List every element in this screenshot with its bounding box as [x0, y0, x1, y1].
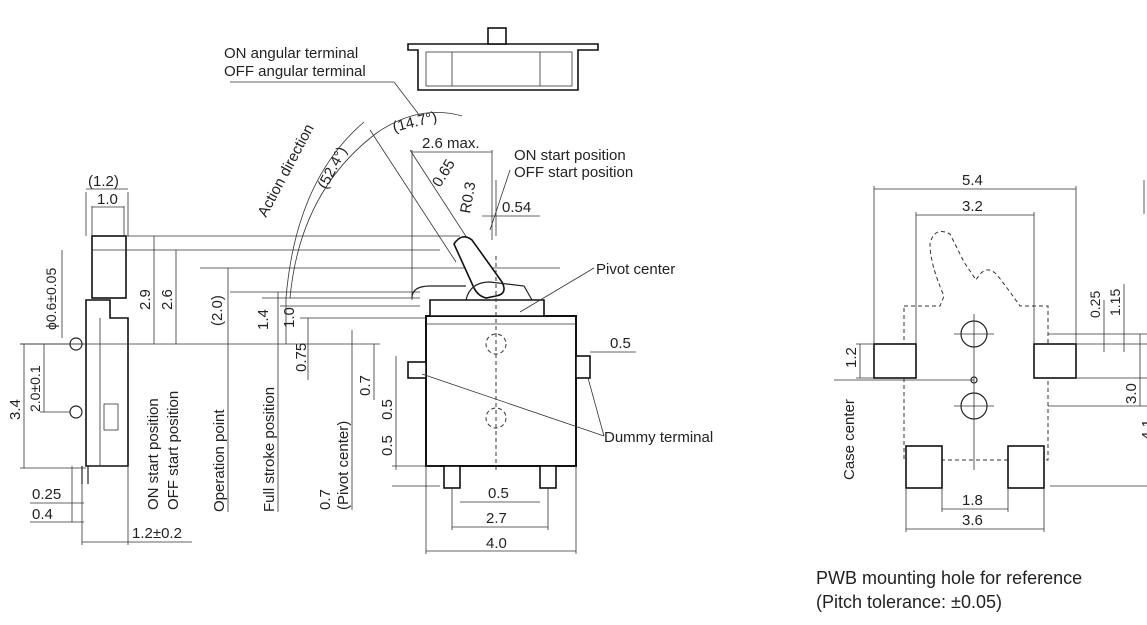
- dummy-terminal-left: [407, 361, 427, 379]
- label-off-start-side: OFF start position: [165, 391, 182, 510]
- dim-pin-diameter: ϕ0.6±0.05: [43, 268, 59, 330]
- front-body: [425, 315, 577, 467]
- dim-0-5-upper: 0.5: [379, 399, 396, 420]
- label-on-angular: ON angular terminal: [224, 45, 358, 62]
- pwb-pad-left: [873, 343, 917, 379]
- dim-0-54: 0.54: [502, 199, 531, 216]
- dim-5-4: 5.4: [962, 172, 983, 189]
- dim-3-6: 3.6: [962, 512, 983, 529]
- label-full-stroke: Full stroke position: [261, 387, 278, 512]
- dim-3-4: 3.4: [7, 399, 24, 420]
- side-actuator: [91, 235, 127, 299]
- dim-0-75: 0.75: [293, 343, 310, 372]
- dim-2-0-pm: 2.0±0.1: [27, 365, 43, 412]
- label-on-start-side: ON start position: [145, 398, 162, 510]
- dim-2-6-max: 2.6 max.: [422, 135, 480, 152]
- dim-0-65: 0.65: [429, 156, 459, 190]
- dim-1-2-pm: 1.2±0.2: [132, 525, 182, 542]
- label-pivot-center-paren: (Pivot center): [335, 421, 352, 510]
- pwb-pad-bottom-right: [1007, 445, 1045, 489]
- dim-0-25-pwb: 0.25: [1087, 291, 1103, 318]
- terminal-top-view: [407, 27, 599, 91]
- dim-1-0-top: 1.0: [97, 191, 118, 208]
- angle-52-4: (52.4°): [315, 144, 351, 192]
- dim-1-8: 1.8: [962, 492, 983, 509]
- dim-0-7-small: 0.7: [357, 375, 374, 396]
- label-off-start-front: OFF start position: [514, 164, 633, 181]
- side-view: (1.2) 1.0 3.4 2.0±0.1 ϕ0.6±0.05 0.25 0.4…: [7, 173, 560, 545]
- front-view: ON angular terminal OFF angular terminal…: [224, 27, 713, 554]
- dim-r0-3: R0.3: [457, 181, 479, 215]
- dummy-terminal-right: [575, 355, 591, 379]
- dim-1-2-pwb: 1.2: [843, 347, 860, 368]
- pivot-housing: [465, 281, 533, 301]
- label-off-angular: OFF angular terminal: [224, 63, 366, 80]
- pwb-view: 5.4 3.2 0.25 1.15 3.0 4.1 1.2 Case cente…: [816, 172, 1147, 612]
- label-pivot-0-7: 0.7: [317, 489, 334, 510]
- label-on-start-front: ON start position: [514, 147, 626, 164]
- dim-3-0: 3.0: [1123, 383, 1140, 404]
- pwb-pitch-tolerance: (Pitch tolerance: ±0.05): [816, 592, 1002, 612]
- label-dummy-terminal: Dummy terminal: [604, 429, 713, 446]
- dim-0-4: 0.4: [32, 506, 53, 523]
- side-body: [85, 299, 129, 467]
- dim-4-1: 4.1: [1139, 419, 1147, 440]
- dim-3-2: 3.2: [962, 198, 983, 215]
- pwb-pad-right: [1033, 343, 1077, 379]
- dim-1-4: 1.4: [255, 309, 272, 330]
- label-operation-point: Operation point: [211, 409, 228, 512]
- angle-14-7: (14.7°): [391, 108, 439, 135]
- label-action-direction: Action direction: [255, 121, 318, 220]
- dim-2-0-paren: (2.0): [209, 295, 226, 326]
- side-pin-lower: [69, 405, 83, 419]
- dim-1-15: 1.15: [1107, 289, 1123, 316]
- lever: [453, 236, 505, 299]
- label-pivot-center: Pivot center: [596, 261, 675, 278]
- pwb-pad-bottom-left: [905, 445, 943, 489]
- pwb-caption: PWB mounting hole for reference: [816, 568, 1082, 588]
- pwb-outline: [903, 231, 1049, 461]
- bottom-terminal-left: [443, 465, 461, 489]
- dim-2-6: 2.6: [159, 289, 176, 310]
- dim-4-0: 4.0: [486, 535, 507, 552]
- dim-0-25: 0.25: [32, 486, 61, 503]
- bottom-terminal-right: [539, 465, 557, 489]
- dim-1-2-paren: (1.2): [88, 173, 119, 190]
- dim-1-0-mid: 1.0: [281, 307, 298, 328]
- label-case-center: Case center: [841, 399, 858, 480]
- dim-0-5-lower: 0.5: [379, 435, 396, 456]
- dim-0-5-right: 0.5: [610, 335, 631, 352]
- dim-2-9: 2.9: [137, 289, 154, 310]
- dim-0-5-bottom: 0.5: [488, 485, 509, 502]
- dim-2-7: 2.7: [486, 510, 507, 527]
